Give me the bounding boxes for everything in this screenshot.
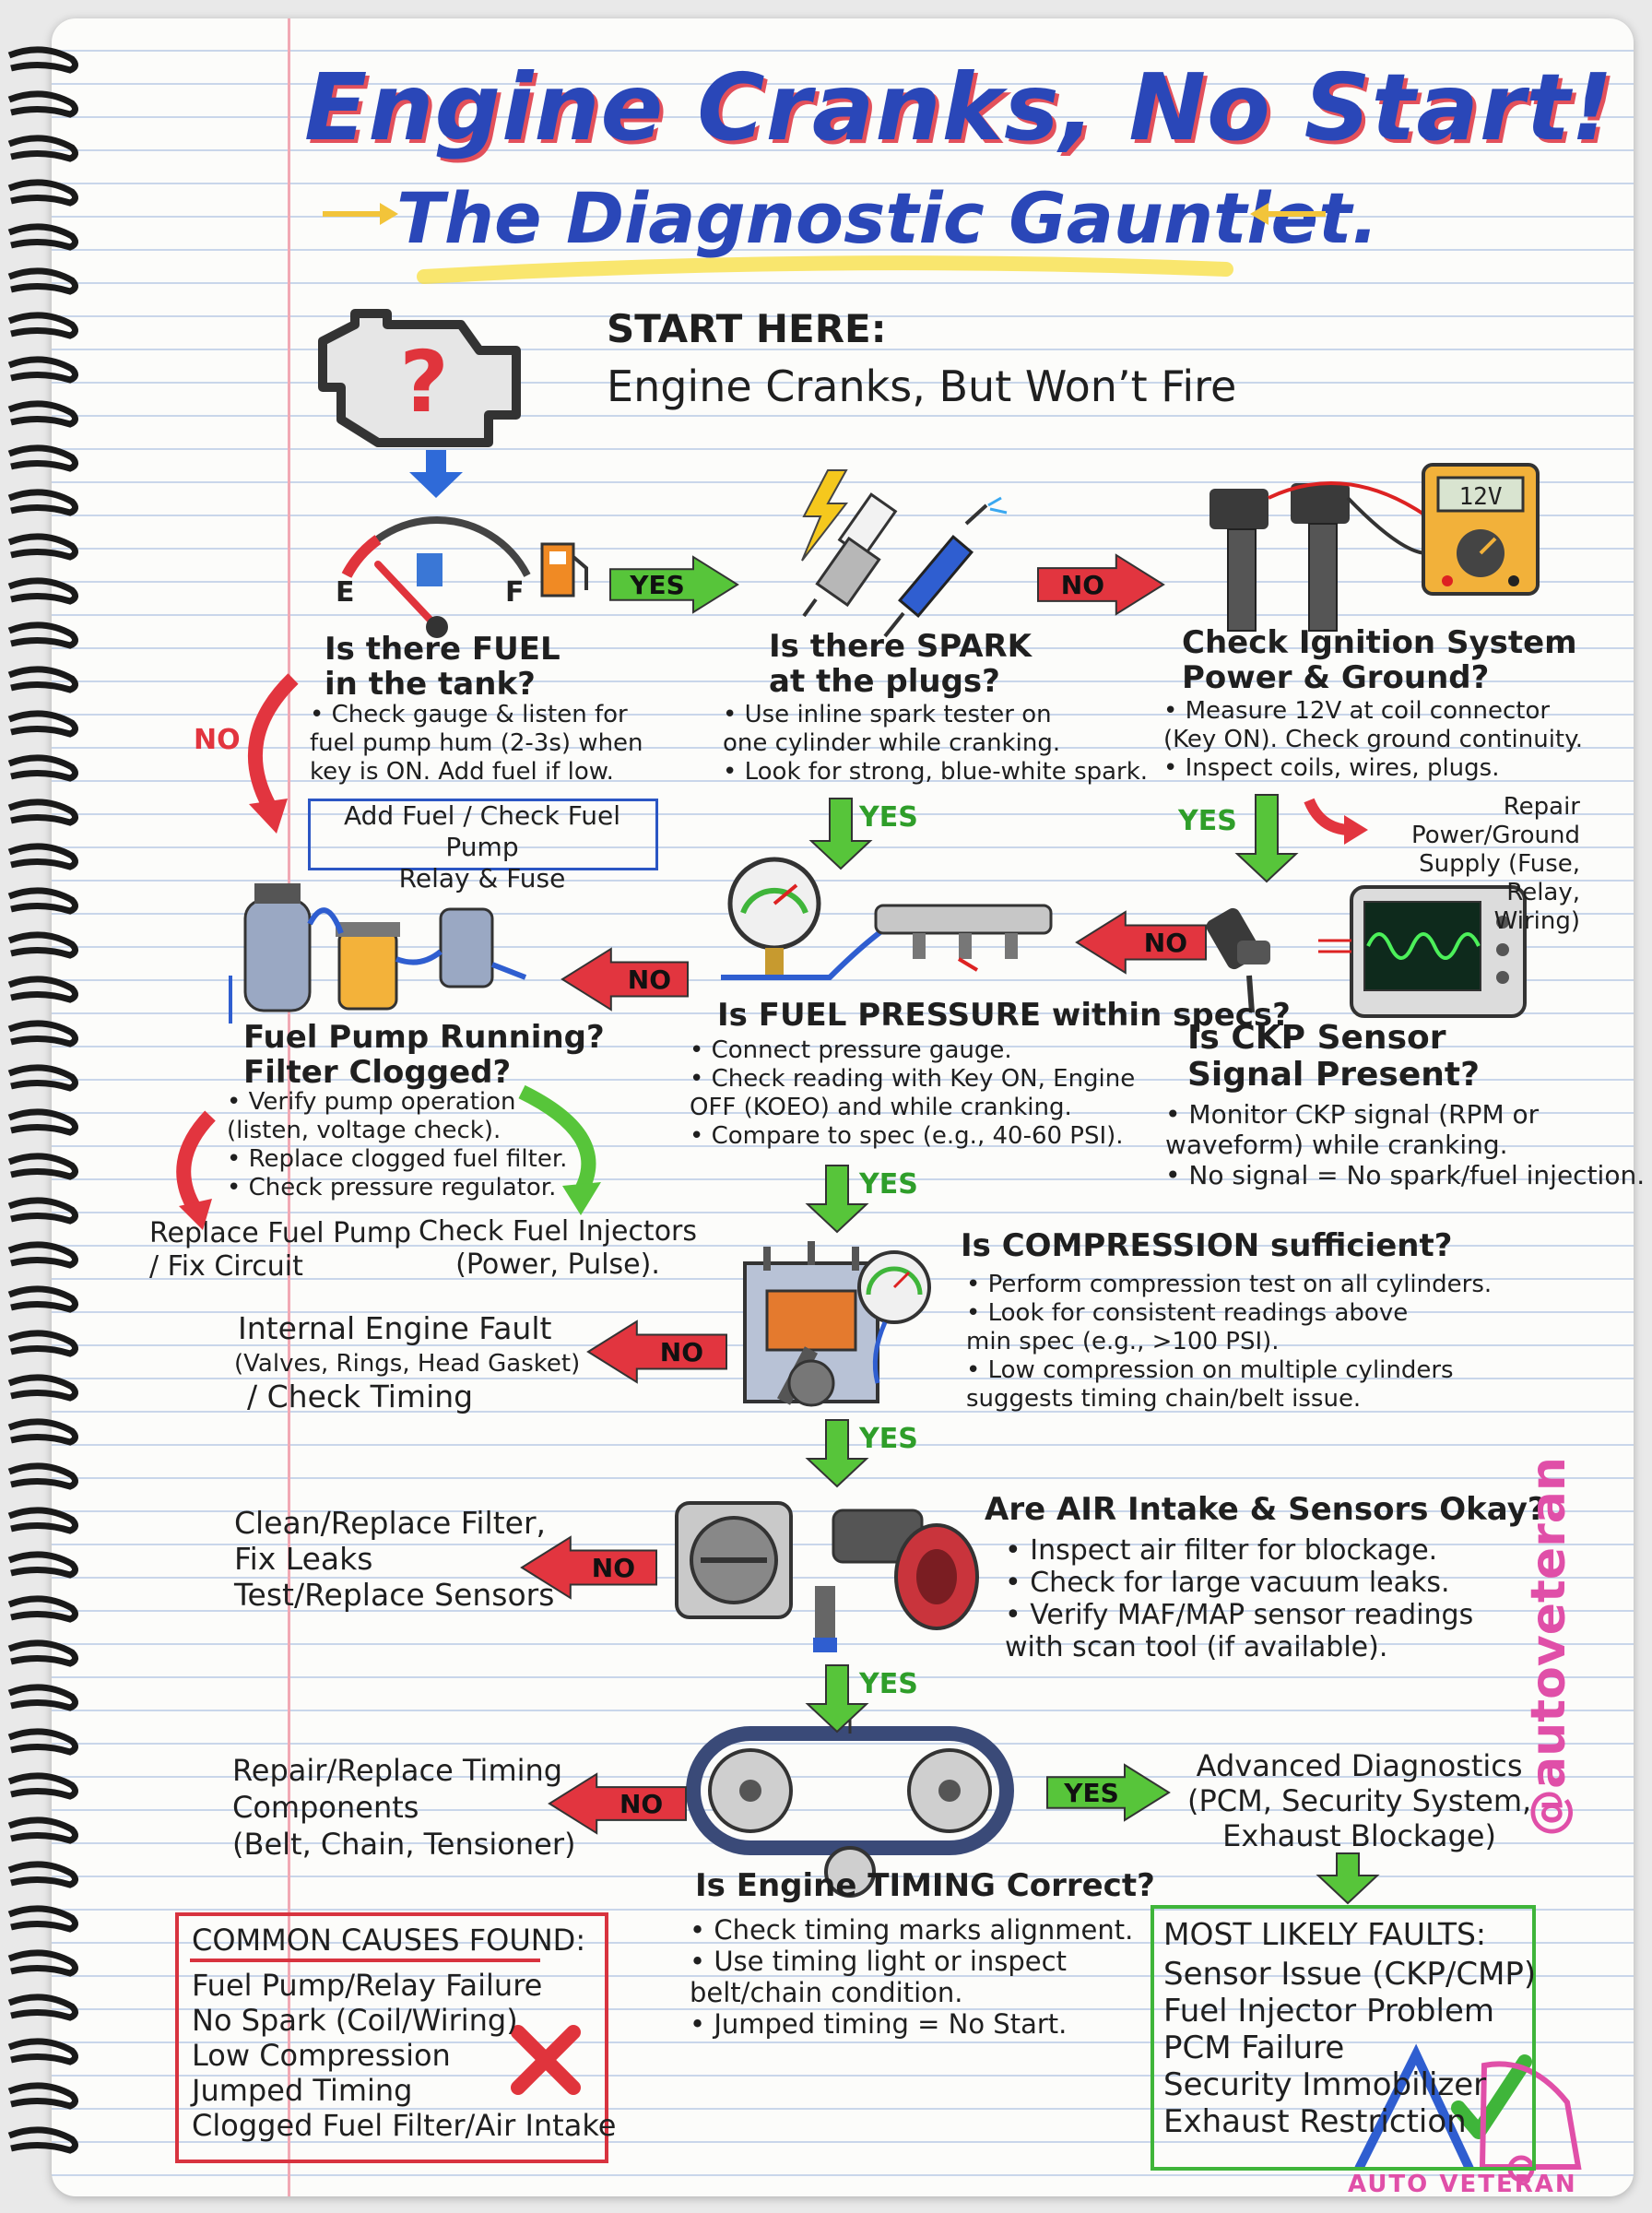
curved-arrow-check-injectors-icon xyxy=(522,1092,601,1215)
arrow-air-to-timing-yes: YES xyxy=(808,1665,918,1732)
fuel-no-label: NO xyxy=(194,724,241,756)
arrow-spark-to-ignition-no: NO xyxy=(1038,555,1163,614)
arrow-compression-no-label: NO xyxy=(660,1337,703,1367)
arrow-timing-to-advanced-yes: YES xyxy=(1047,1765,1169,1820)
arrow-air-no: NO xyxy=(522,1537,656,1598)
arrow-advanced-to-faults xyxy=(1318,1853,1377,1903)
arrow-ignition-to-ckp-yes xyxy=(1237,795,1296,882)
curved-arrow-replace-pump-icon xyxy=(179,1116,212,1230)
arrow-timing-no: NO xyxy=(549,1774,686,1833)
arrow-spark-to-pressure-yes-label: YES xyxy=(858,801,918,834)
arrow-compression-to-air-yes: YES xyxy=(808,1420,918,1486)
arrow-pressure-to-compression-yes: YES xyxy=(808,1166,918,1232)
arrow-spark-to-ignition-no-label: NO xyxy=(1061,570,1104,600)
arrow-ckp-to-pressure-no: NO xyxy=(1077,912,1206,973)
arrow-air-to-timing-yes-label: YES xyxy=(858,1668,918,1700)
curved-arrow-repair-ignition-icon xyxy=(1309,800,1368,845)
arrow-spark-to-pressure-yes: YES xyxy=(811,799,918,869)
arrow-timing-to-advanced-yes-label: YES xyxy=(1063,1778,1119,1808)
arrow-ignition-to-ckp-yes-label: YES xyxy=(1177,805,1237,837)
arrow-pressure-to-pump-no-label: NO xyxy=(628,964,671,995)
arrow-pressure-to-pump-no: NO xyxy=(562,949,688,1010)
arrow-compression-to-air-yes-label: YES xyxy=(858,1423,918,1455)
arrow-ckp-to-pressure-no-label: NO xyxy=(1144,928,1187,958)
arrow-timing-no-label: NO xyxy=(620,1789,663,1819)
arrow-compression-no: NO xyxy=(588,1321,726,1382)
arrow-fuel-to-spark-yes-label: YES xyxy=(629,570,685,600)
arrow-air-no-label: NO xyxy=(592,1553,635,1583)
curved-arrow-no-fuel-icon xyxy=(249,679,293,834)
arrow-fuel-to-spark-yes: YES xyxy=(610,557,738,612)
arrow-pressure-to-compression-yes-label: YES xyxy=(858,1168,918,1201)
